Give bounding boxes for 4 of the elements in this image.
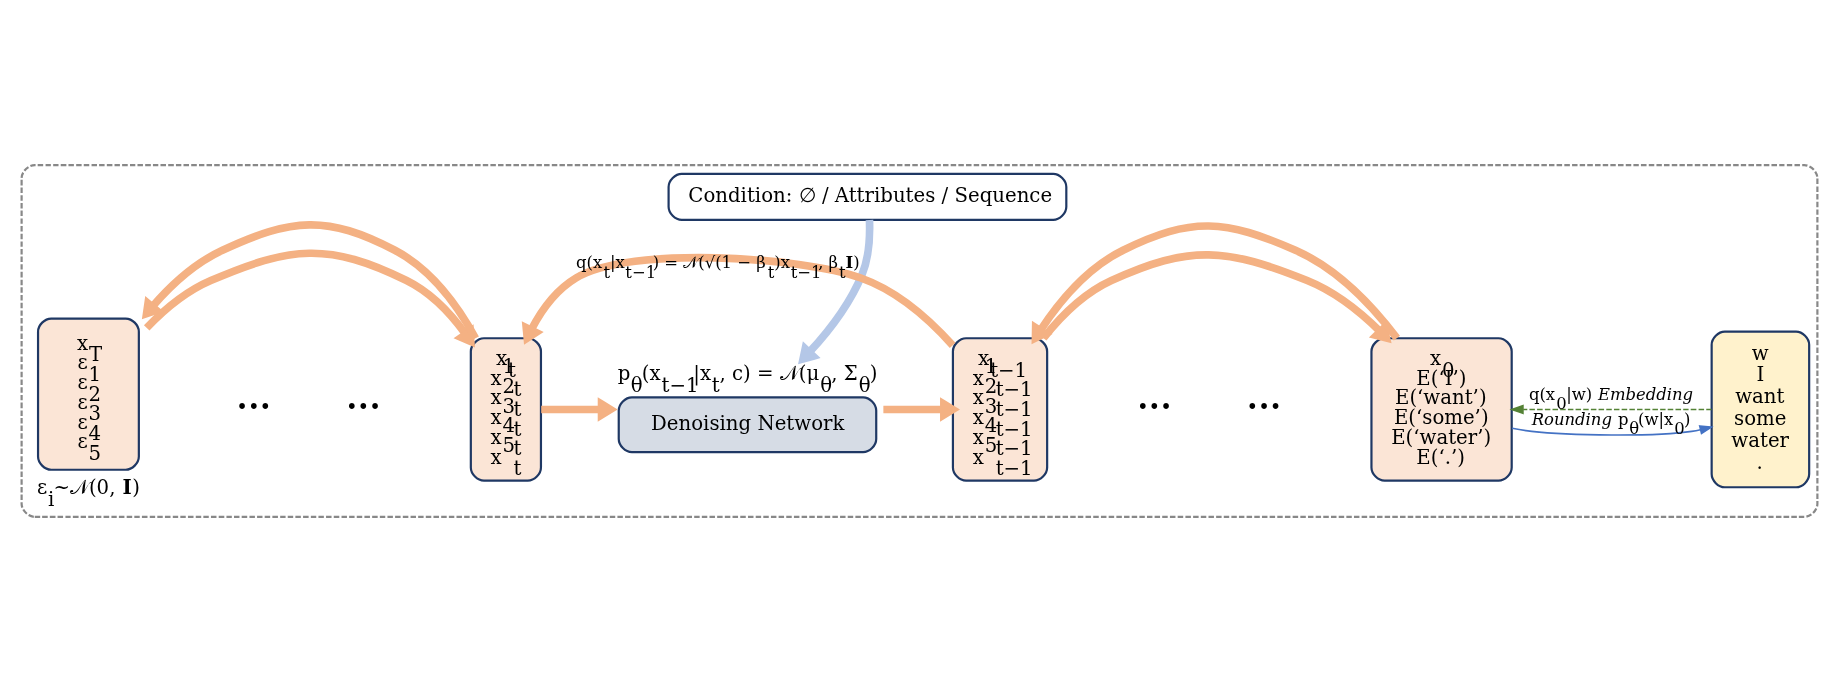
label: ••• bbox=[236, 395, 272, 419]
label: ••• bbox=[1136, 395, 1172, 419]
label: ••• bbox=[1246, 395, 1282, 419]
label: ••• bbox=[345, 395, 381, 419]
